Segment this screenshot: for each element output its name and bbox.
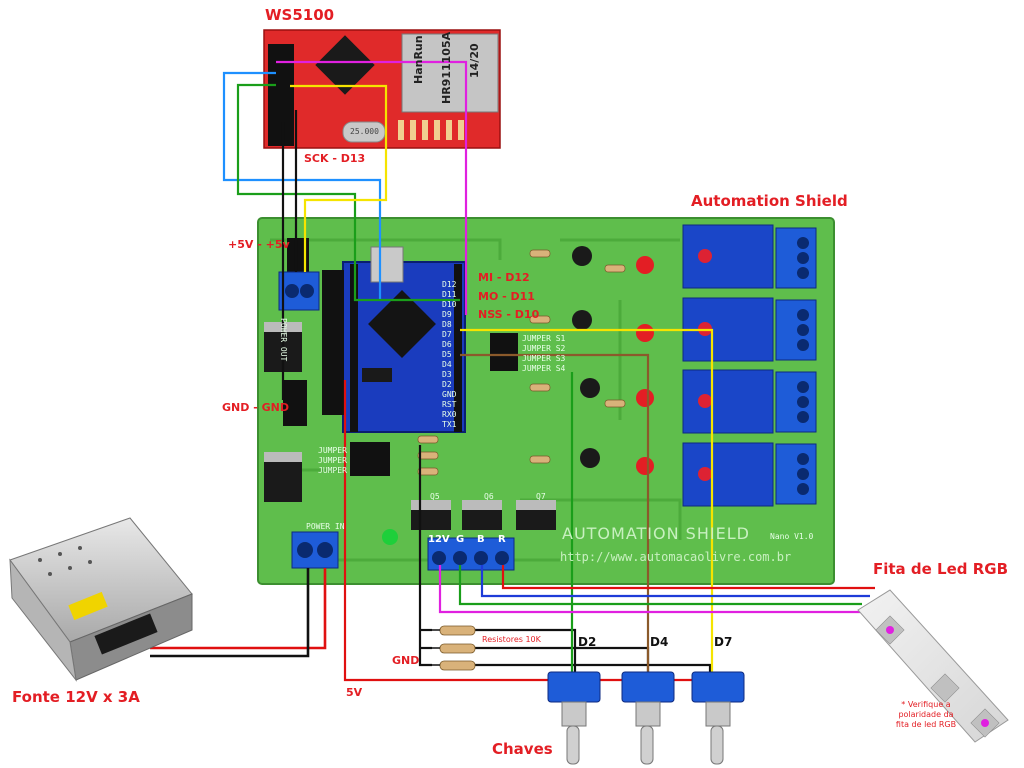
ws5100-title: WS5100	[265, 6, 335, 24]
q5-label: Q5	[430, 492, 440, 501]
terminal-label-r: R	[498, 534, 506, 545]
pin-label: RX0	[442, 410, 457, 419]
wire-d4	[475, 646, 650, 672]
board-silk-power-in: POWER IN	[306, 522, 345, 531]
pin-label: GND	[442, 390, 457, 399]
relay-3	[682, 369, 774, 434]
power-out-terminal	[278, 271, 320, 311]
wire-red-12v	[150, 568, 327, 650]
hanrun-text: HanRun	[412, 35, 425, 84]
toggle-switch-3	[691, 671, 745, 765]
red-leds	[636, 256, 654, 475]
mo-label: MO - D11	[478, 290, 535, 303]
wire-gnd	[418, 445, 432, 667]
pin-label: RST	[442, 400, 457, 409]
arduino-nano	[342, 246, 466, 433]
automation-shield-title: Automation Shield	[691, 192, 848, 210]
polarity-note: * Verifique a polaridade da fita de led …	[866, 700, 986, 730]
relay-terminal-blocks	[775, 227, 817, 505]
wire-d7-yellow	[460, 328, 714, 672]
d7-label: D7	[714, 635, 733, 649]
sck-label: SCK - D13	[304, 152, 366, 165]
mosfets	[411, 500, 556, 530]
q7-label: Q7	[536, 492, 546, 501]
board-silk-power-out: POWER OUT	[279, 318, 288, 362]
pin-label: TX1	[442, 420, 457, 429]
transistors	[572, 246, 600, 468]
wire-magenta	[276, 60, 468, 315]
pin-label: D12	[442, 280, 457, 289]
power-in-terminal	[291, 531, 339, 569]
hr911105a-text: HR911105A	[440, 31, 453, 104]
green-led	[382, 529, 398, 545]
jumper2-label: JUMPER	[318, 466, 347, 475]
ws5100-module	[263, 29, 501, 149]
automation-shield-board	[257, 217, 835, 585]
note-line-2: polaridade da	[898, 710, 954, 719]
fonte-title: Fonte 12V x 3A	[12, 688, 140, 706]
five-v-label: 5V	[346, 686, 363, 699]
toggle-switch-1	[547, 671, 601, 765]
pin-label: D8	[442, 320, 452, 329]
led-terminal-block	[427, 537, 515, 571]
mi-label: MI - D12	[478, 271, 530, 284]
note-line-3: fita de led RGB	[895, 720, 957, 729]
jumper-label: JUMPER S1	[522, 334, 566, 343]
jumper-label: JUMPER S2	[522, 344, 566, 353]
wire-strip-red	[501, 565, 875, 590]
wire-d4-brown	[460, 353, 650, 672]
relay-4	[682, 442, 774, 507]
power-supply	[9, 517, 193, 682]
crystal-text: 25.000	[350, 127, 379, 136]
pin-label: D6	[442, 340, 452, 349]
terminal-label-g: G	[456, 534, 465, 545]
rgb-led-strip	[857, 589, 1009, 743]
chip-date-text: 14/20	[468, 43, 481, 78]
wire-d2	[475, 628, 577, 672]
jumper2-label: JUMPER	[318, 446, 347, 455]
gnd-pair-label: GND - GND	[222, 401, 289, 414]
jumper2-label: JUMPER	[318, 456, 347, 465]
toggle-switch-2	[621, 671, 675, 765]
wire-strip-magenta	[438, 565, 865, 614]
resistores-label: Resistores 10K	[482, 635, 541, 644]
board-silk-url: http://www.automacaolivre.com.br	[560, 550, 792, 564]
note-line-1: * Verifique a	[901, 700, 951, 709]
board-silk-title: AUTOMATION SHIELD	[562, 524, 750, 543]
board-silk-version: Nano V1.0	[770, 532, 814, 541]
nss-label: NSS - D10	[478, 308, 540, 321]
wires	[150, 60, 875, 682]
q6-label: Q6	[484, 492, 494, 501]
pin-label: D2	[442, 380, 452, 389]
pulldown-resistors	[439, 625, 476, 671]
d2-label: D2	[578, 635, 597, 649]
pin-label: D5	[442, 350, 452, 359]
wire-5v	[343, 380, 730, 682]
jumper-label: JUMPER S3	[522, 354, 566, 363]
header-pins	[283, 238, 518, 476]
jumper-label: JUMPER S4	[522, 364, 566, 373]
pin-label: D9	[442, 310, 452, 319]
terminal-label-b: B	[477, 534, 485, 545]
fita-title: Fita de Led RGB	[873, 560, 1009, 578]
wire-black-psu	[150, 568, 310, 658]
board-resistors	[417, 249, 626, 476]
pin-label: D4	[442, 360, 452, 369]
relay-1	[682, 224, 774, 289]
gnd-label: GND	[392, 654, 420, 667]
chaves-title: Chaves	[492, 740, 553, 758]
wire-blue-sck	[222, 71, 382, 300]
wire-yellow	[290, 84, 388, 272]
five-v-pair-label: +5V - +5v	[228, 238, 290, 251]
pin-label: D11	[442, 290, 457, 299]
pin-label: D10	[442, 300, 457, 309]
d4-label: D4	[650, 635, 669, 649]
pin-label: D3	[442, 370, 452, 379]
wire-d7	[475, 663, 712, 672]
pin-label: D7	[442, 330, 452, 339]
wire-strip-green	[458, 565, 862, 606]
wire-strip-blue	[480, 565, 870, 598]
terminal-label-12v: 12V	[428, 534, 450, 545]
